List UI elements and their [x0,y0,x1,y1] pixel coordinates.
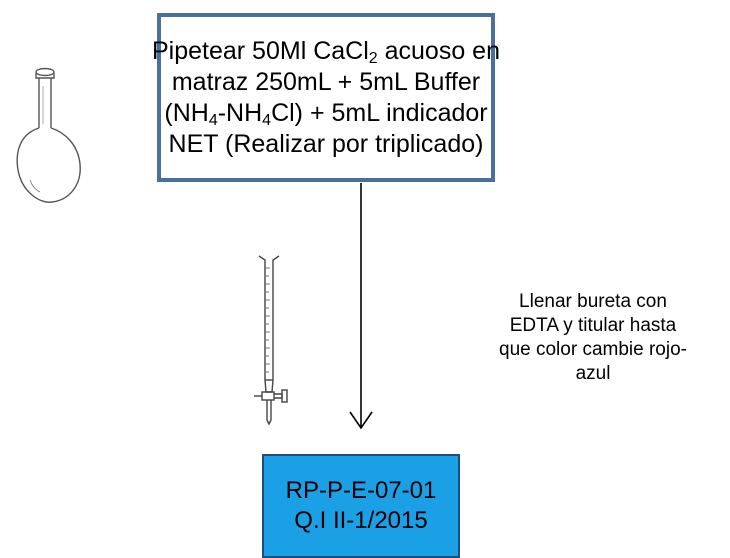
procedure-line-2: matraz 250mL + 5mL Buffer [171,67,481,96]
titration-note-line-2: EDTA y titular hasta [509,315,677,336]
titration-note: Llenar bureta con EDTA y titular hasta q… [458,290,728,386]
procedure-line-4: NET (Realizar por triplicado) [168,129,484,158]
titration-note-line-3: que color cambie rojo- [499,339,687,360]
flow-arrow [349,183,373,430]
result-code: RP-P-E-07-01 [285,477,437,504]
procedure-line-1: Pipetear 50Ml CaCl2 acuoso en [152,36,500,67]
procedure-box: Pipetear 50Ml CaCl2 acuoso en matraz 250… [152,13,500,182]
procedure-line-3: (NH4-NH4Cl) + 5mL indicador [164,98,488,129]
result-box: RP-P-E-07-01 Q.I II-1/2015 [262,454,460,558]
burette-icon [254,255,288,426]
titration-note-line-4: azul [575,363,611,384]
round-bottom-flask-icon [16,67,81,203]
titration-note-line-1: Llenar bureta con [519,291,667,312]
result-period: Q.I II-1/2015 [294,507,428,534]
